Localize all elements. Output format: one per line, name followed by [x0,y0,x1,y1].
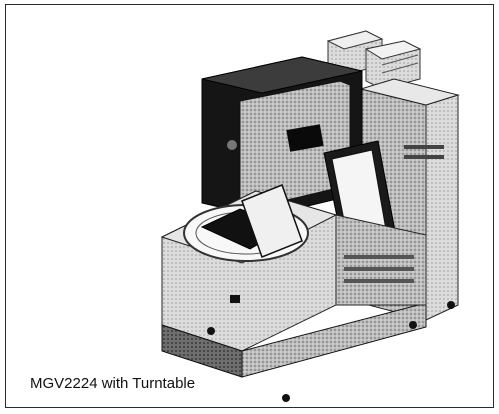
figure-caption: MGV2224 with Turntable [30,375,196,392]
turntable-platform [160,184,338,352]
base-cabinet [161,214,427,378]
top-components [326,30,422,90]
machine-photo [160,30,460,402]
upper-housing [201,56,363,218]
photo-figure: MGV2224 with Turntable [5,4,494,408]
caster-wheels [207,301,455,402]
